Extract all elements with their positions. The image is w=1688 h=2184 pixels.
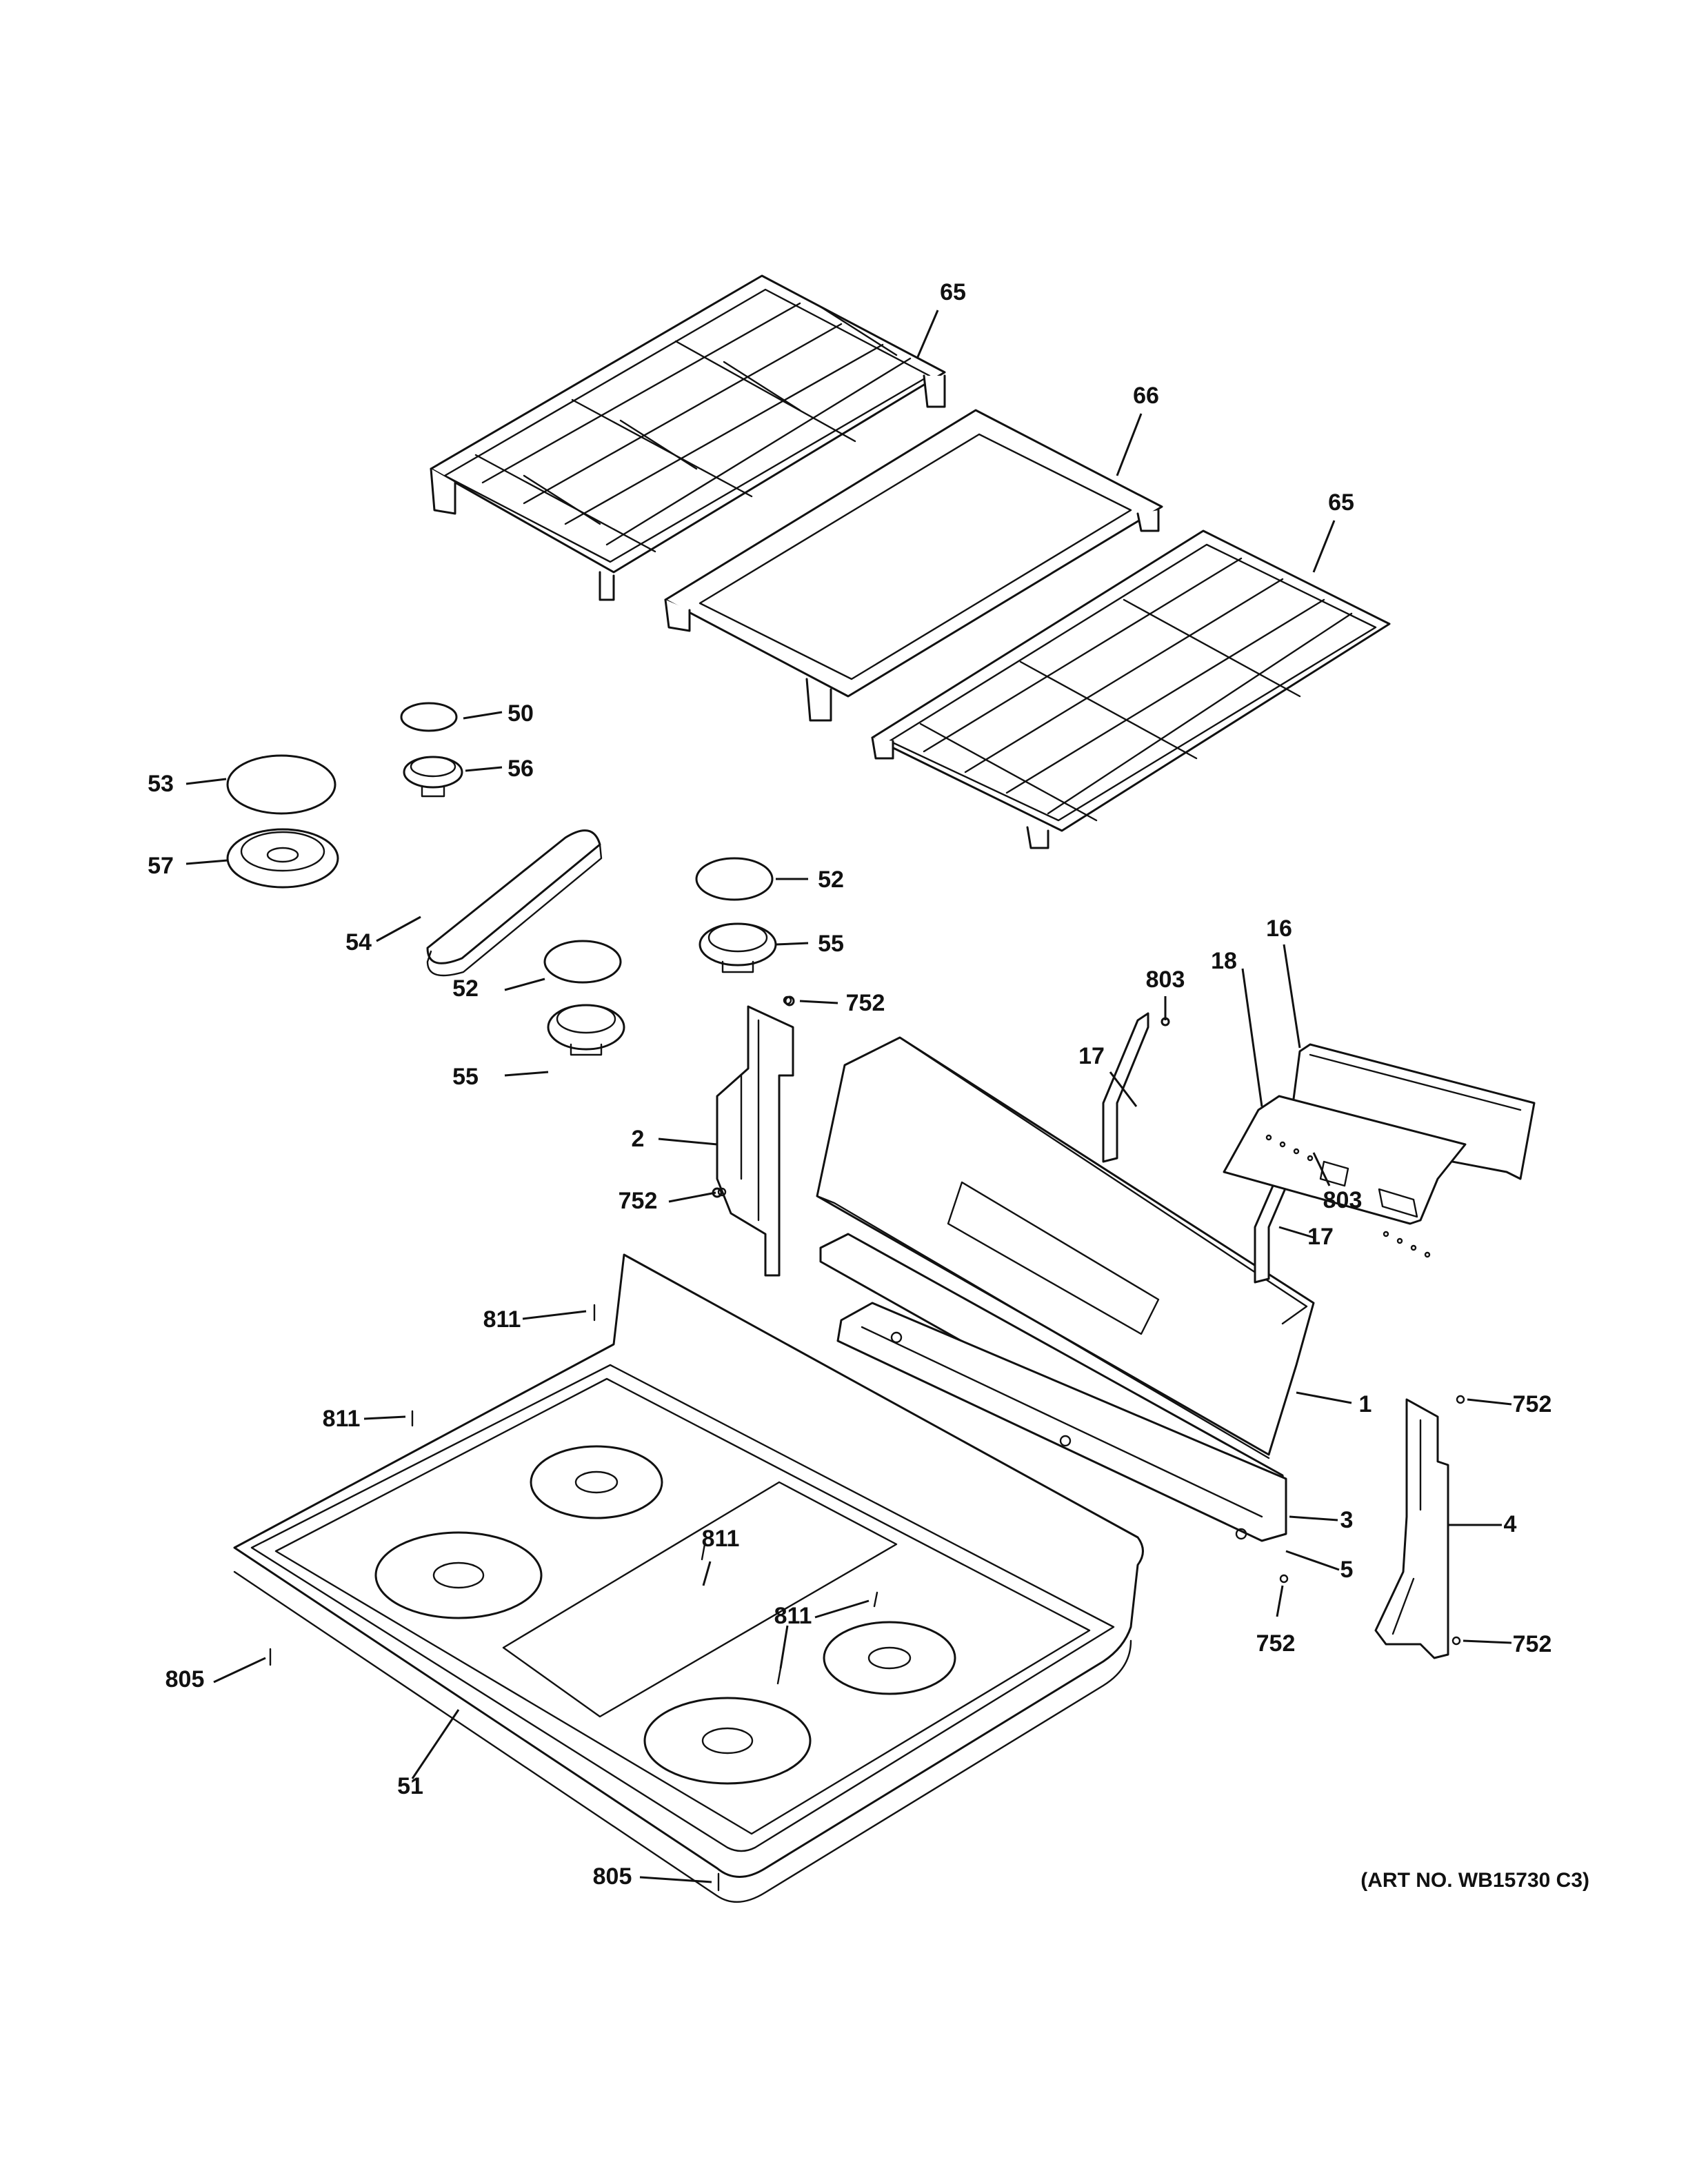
callout-label: 52: [818, 867, 844, 893]
callout-label: 52: [452, 975, 479, 1002]
callout-label: 4: [1504, 1511, 1517, 1537]
callout-label: 752: [1513, 1391, 1552, 1417]
callout-label: 805: [593, 1863, 632, 1890]
art-number: (ART NO. WB15730 C3): [1360, 1869, 1589, 1892]
cap-53: [226, 754, 336, 815]
callout-label: 811: [483, 1306, 521, 1333]
callout-label: 3: [1340, 1507, 1354, 1533]
callout-label: 55: [452, 1064, 479, 1090]
callout-label: 16: [1266, 916, 1292, 942]
left-burner-grate: [430, 274, 946, 601]
right-side-bracket: [1374, 1398, 1449, 1659]
head-55-upper: [699, 922, 777, 973]
fasteners: [269, 995, 1465, 1892]
callout-label: 17: [1307, 1224, 1334, 1250]
callout-label: 65: [1328, 489, 1354, 516]
callout-label: 1: [1359, 1391, 1372, 1417]
callout-label: 53: [148, 771, 174, 797]
callout-label: 57: [148, 853, 174, 879]
callout-label: 752: [1513, 1631, 1552, 1657]
callout-label: 811: [702, 1526, 740, 1552]
callout-label: 56: [508, 756, 534, 782]
callout-label: 66: [1133, 383, 1159, 409]
callout-label: 50: [508, 700, 534, 727]
griddle: [664, 409, 1163, 722]
callout-label: 752: [846, 990, 885, 1016]
cap-52-upper: [695, 857, 774, 901]
panel-trim-upper: [819, 1233, 1287, 1542]
touch-overlay: [1223, 1095, 1467, 1258]
callout-label: 752: [619, 1188, 658, 1214]
callout-label: 65: [940, 279, 966, 305]
callout-labels: 65 66 65 50 56 53 57 54 52 55 52 55 752 …: [148, 279, 1551, 1890]
callout-label: 54: [345, 929, 372, 956]
head-56: [403, 756, 463, 798]
head-57: [226, 828, 339, 889]
callout-label: 811: [774, 1603, 812, 1629]
cooktop: [233, 1253, 1144, 1903]
callout-label: 803: [1323, 1187, 1363, 1213]
callout-label: 805: [165, 1666, 205, 1692]
leader-lines: [185, 310, 1512, 1883]
oval-cap-54: [426, 829, 603, 977]
callout-label: 752: [1256, 1630, 1296, 1657]
cap-52-lower: [543, 940, 622, 984]
callout-label: 811: [323, 1406, 361, 1432]
callout-label: 17: [1078, 1043, 1105, 1069]
burner-parts: [226, 702, 777, 1056]
callout-label: 51: [397, 1773, 423, 1799]
callout-label: 18: [1211, 948, 1237, 974]
right-burner-grate: [871, 529, 1391, 849]
callout-label: 2: [632, 1126, 645, 1152]
callout-label: 55: [818, 931, 844, 957]
cap-50: [400, 702, 458, 732]
callout-label: 803: [1146, 967, 1185, 993]
control-panel: [816, 1036, 1315, 1459]
head-55-lower: [547, 1004, 625, 1056]
callout-label: 5: [1340, 1557, 1354, 1583]
left-side-bracket: [712, 995, 795, 1277]
